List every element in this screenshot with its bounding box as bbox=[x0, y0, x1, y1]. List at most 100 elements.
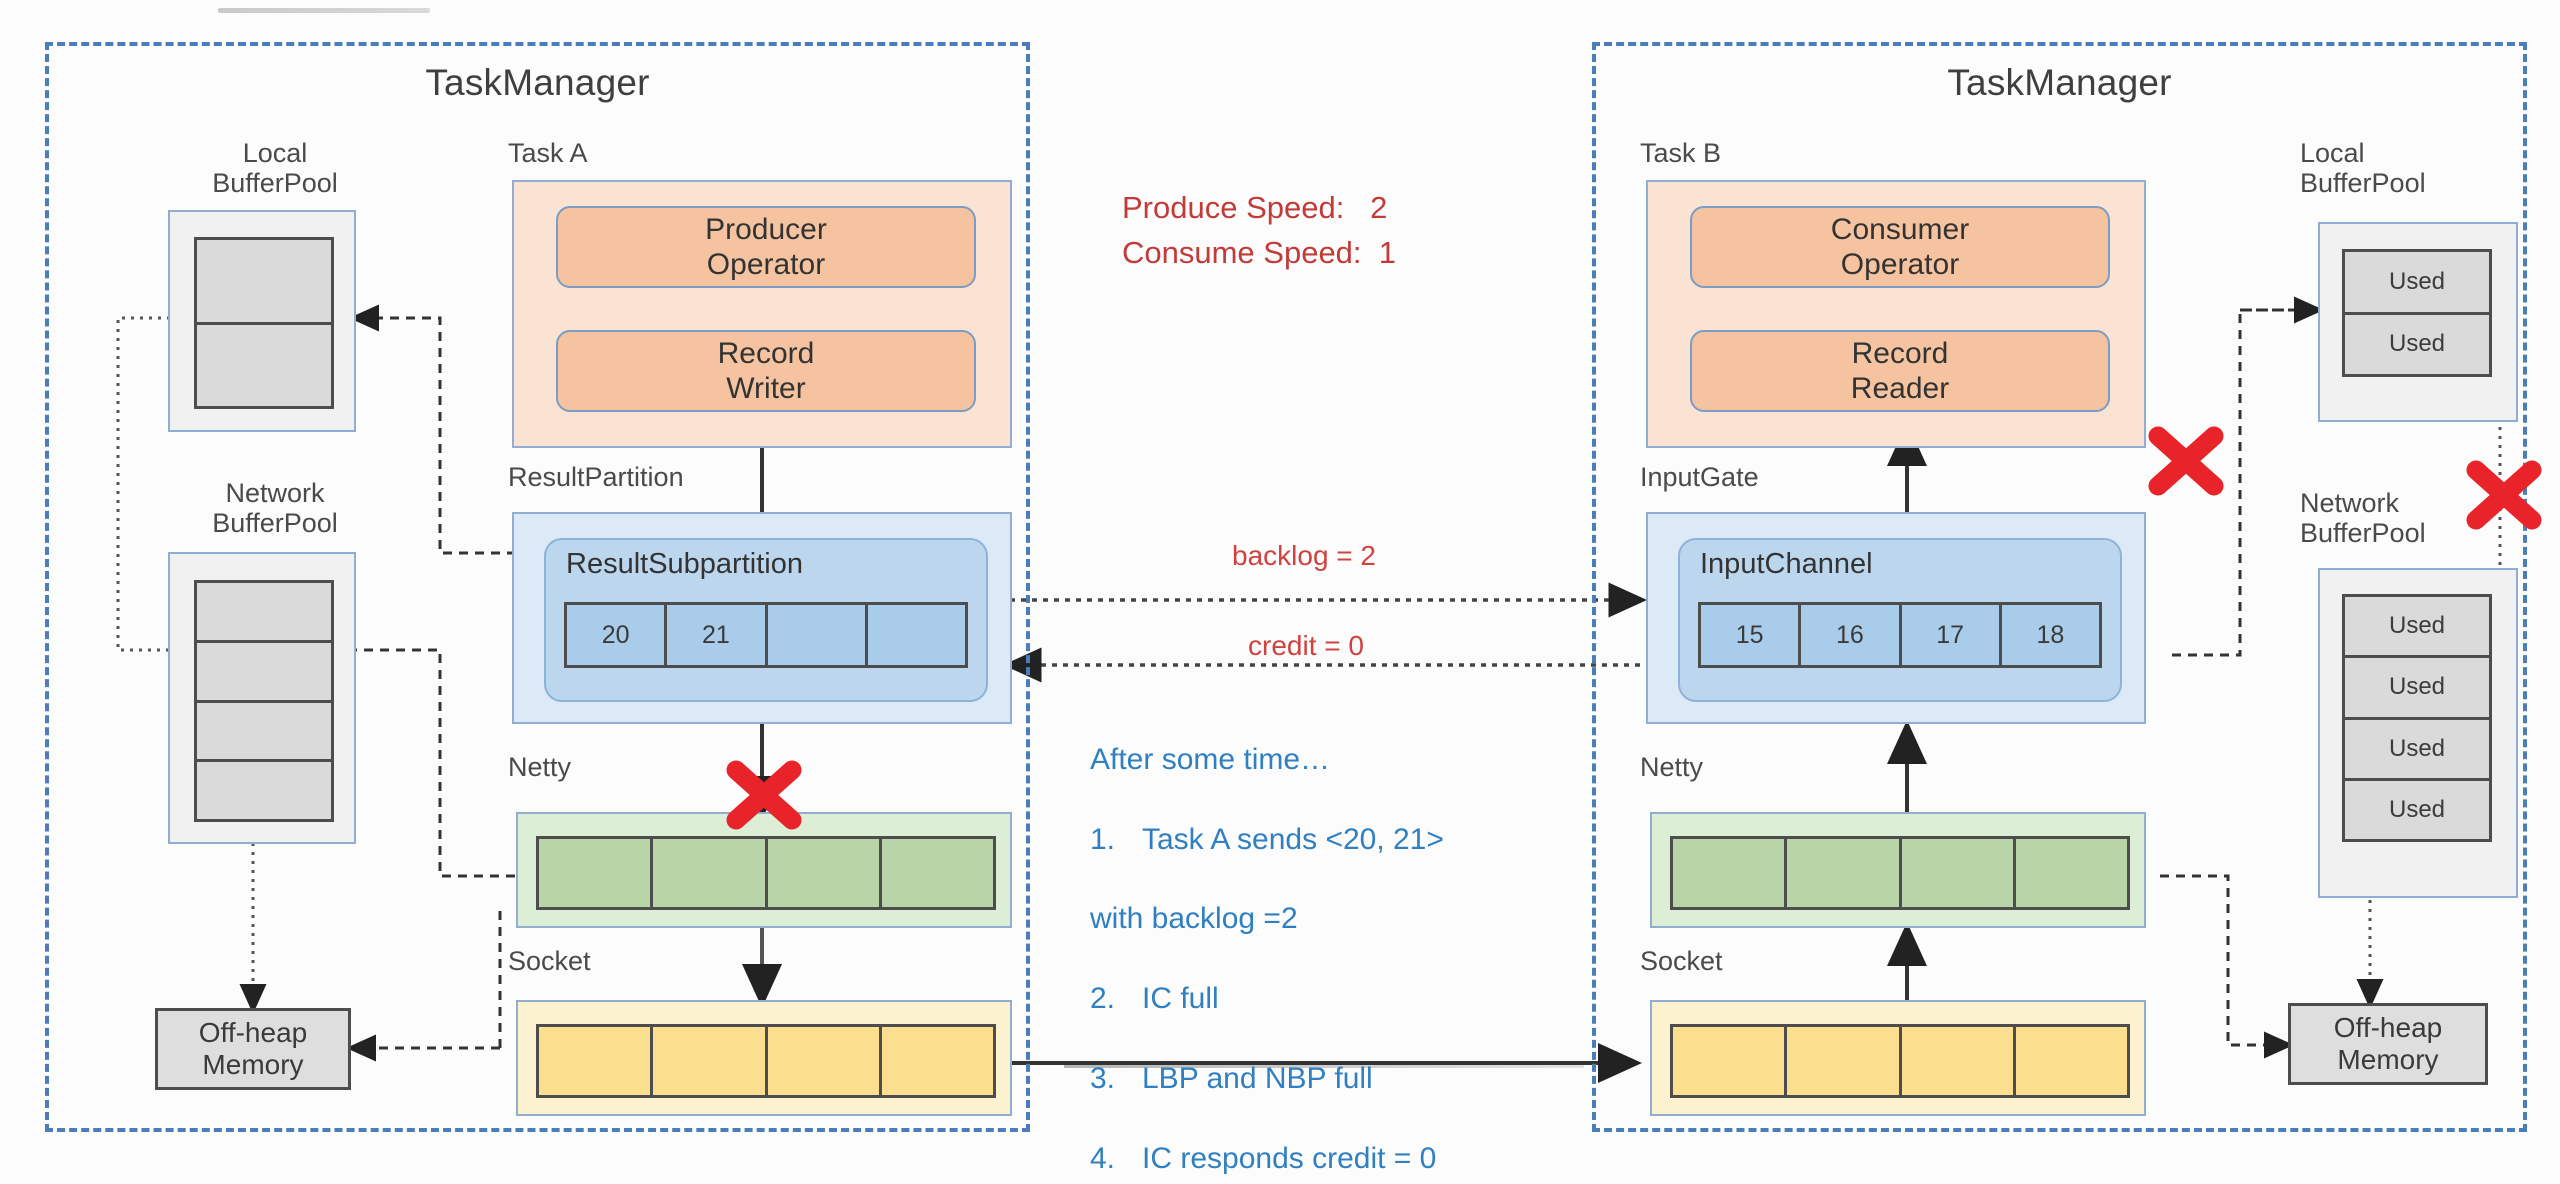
note-item-number: 3. bbox=[1090, 1062, 1116, 1096]
input-gate-label: InputGate bbox=[1640, 462, 1759, 492]
pool-cell bbox=[197, 240, 331, 325]
right-network-bufferpool: Used Used Used Used bbox=[2318, 568, 2518, 898]
right-local-bufferpool-cells: Used Used bbox=[2342, 249, 2492, 377]
taskmanager-right-title: TaskManager bbox=[1947, 62, 2172, 103]
consumer-operator-label: Consumer Operator bbox=[1830, 212, 1970, 281]
left-network-bufferpool-cells bbox=[194, 580, 334, 822]
right-offheap-memory-label: Off-heap Memory bbox=[2333, 1011, 2443, 1075]
right-netty-container bbox=[1650, 812, 2146, 928]
taskmanager-left-container bbox=[45, 42, 1030, 1132]
input-gate-container: InputChannel 15 16 17 18 bbox=[1646, 512, 2146, 724]
note-item-number: 2. bbox=[1090, 982, 1116, 1016]
right-network-bufferpool-cells: Used Used Used Used bbox=[2342, 594, 2492, 842]
netty-cell bbox=[1673, 839, 1788, 907]
socket-cell bbox=[539, 1027, 654, 1095]
buffer-slot: 16 bbox=[1801, 605, 1902, 665]
pool-cell: Used bbox=[2345, 314, 2489, 374]
right-local-bufferpool: Used Used bbox=[2318, 222, 2518, 422]
right-offheap-memory: Off-heap Memory bbox=[2288, 1003, 2488, 1085]
netty-cell bbox=[1787, 839, 1902, 907]
left-netty-container bbox=[516, 812, 1012, 928]
note-item-text: IC full bbox=[1142, 982, 1219, 1016]
left-network-bufferpool bbox=[168, 552, 356, 844]
record-reader-label: Record Reader bbox=[1850, 336, 1950, 405]
pool-cell: Used bbox=[2345, 780, 2489, 839]
left-netty-label: Netty bbox=[508, 752, 572, 782]
result-partition-container: ResultSubpartition 20 21 bbox=[512, 512, 1012, 724]
note-item: with backlog =2 bbox=[1090, 899, 1610, 939]
socket-cell bbox=[1787, 1027, 1902, 1095]
left-local-bufferpool bbox=[168, 210, 356, 432]
pool-cell bbox=[197, 702, 331, 763]
socket-cell bbox=[881, 1027, 993, 1095]
result-partition-label: ResultPartition bbox=[508, 462, 684, 492]
left-local-bufferpool-cells bbox=[194, 237, 334, 409]
after-some-time-note: After some time… 1. Task A sends <20, 21… bbox=[1090, 700, 1610, 1184]
note-heading: After some time… bbox=[1090, 742, 1331, 776]
pool-cell bbox=[197, 642, 331, 703]
netty-cell bbox=[1901, 839, 2016, 907]
netty-cell bbox=[653, 839, 768, 907]
note-item-text: with backlog =2 bbox=[1090, 902, 1298, 936]
note-item-text: Task A sends <20, 21> bbox=[1142, 822, 1444, 856]
consumer-operator: Consumer Operator bbox=[1690, 206, 2110, 288]
input-channel-label: InputChannel bbox=[1700, 548, 1873, 580]
buffer-slot: 15 bbox=[1701, 605, 1802, 665]
left-socket-container bbox=[516, 1000, 1012, 1116]
task-b-container: Consumer Operator Record Reader bbox=[1646, 180, 2146, 448]
left-socket-cells bbox=[536, 1024, 996, 1098]
pool-cell: Used bbox=[2345, 597, 2489, 659]
producer-operator-label: Producer Operator bbox=[705, 212, 827, 281]
socket-cell bbox=[1901, 1027, 2016, 1095]
socket-cell bbox=[653, 1027, 768, 1095]
note-item-text: LBP and NBP full bbox=[1142, 1062, 1373, 1096]
record-writer-label: Record Writer bbox=[717, 336, 815, 405]
right-socket-cells bbox=[1670, 1024, 2130, 1098]
speed-annotation: Produce Speed: 2 Consume Speed: 1 bbox=[1122, 190, 1397, 270]
backlog-label: backlog = 2 bbox=[1232, 540, 1376, 571]
input-channel-slots: 15 16 17 18 bbox=[1698, 602, 2102, 668]
right-netty-cells bbox=[1670, 836, 2130, 910]
socket-cell bbox=[767, 1027, 882, 1095]
right-socket-label: Socket bbox=[1640, 946, 1723, 976]
pool-cell: Used bbox=[2345, 252, 2489, 315]
right-netty-label: Netty bbox=[1640, 752, 1704, 782]
pool-cell bbox=[197, 762, 331, 819]
buffer-slot: 20 bbox=[567, 605, 668, 665]
left-offheap-memory: Off-heap Memory bbox=[155, 1008, 351, 1090]
netty-cell bbox=[2015, 839, 2127, 907]
note-item-number: 4. bbox=[1090, 1141, 1116, 1175]
credit-label: credit = 0 bbox=[1248, 630, 1364, 661]
right-local-bufferpool-label: Local BufferPool bbox=[2300, 138, 2426, 199]
netty-cell bbox=[539, 839, 654, 907]
left-network-bufferpool-label: Network BufferPool bbox=[212, 478, 338, 539]
note-item-text: IC responds credit = 0 bbox=[1142, 1141, 1437, 1175]
note-item: 3. LBP and NBP full bbox=[1090, 1059, 1610, 1099]
left-netty-cells bbox=[536, 836, 996, 910]
producer-operator: Producer Operator bbox=[556, 206, 976, 288]
left-socket-label: Socket bbox=[508, 946, 591, 976]
input-channel: InputChannel 15 16 17 18 bbox=[1678, 538, 2122, 702]
note-item: 1. Task A sends <20, 21> bbox=[1090, 820, 1610, 860]
taskmanager-right-container bbox=[1592, 42, 2527, 1132]
left-local-bufferpool-label: Local BufferPool bbox=[212, 138, 338, 199]
buffer-slot: 17 bbox=[1901, 605, 2002, 665]
buffer-slot bbox=[767, 605, 868, 665]
buffer-slot bbox=[867, 605, 965, 665]
note-item-number: 1. bbox=[1090, 822, 1116, 856]
task-a-container: Producer Operator Record Writer bbox=[512, 180, 1012, 448]
right-task-label: Task B bbox=[1640, 138, 1722, 168]
socket-cell bbox=[1673, 1027, 1788, 1095]
buffer-slot: 21 bbox=[667, 605, 768, 665]
note-item: 4. IC responds credit = 0 bbox=[1090, 1139, 1610, 1179]
socket-cell bbox=[2015, 1027, 2127, 1095]
netty-cell bbox=[881, 839, 993, 907]
buffer-slot: 18 bbox=[2001, 605, 2099, 665]
result-subpartition-slots: 20 21 bbox=[564, 602, 968, 668]
note-item: 2. IC full bbox=[1090, 979, 1610, 1019]
top-divider-rule bbox=[218, 8, 430, 13]
pool-cell: Used bbox=[2345, 719, 2489, 781]
result-subpartition: ResultSubpartition 20 21 bbox=[544, 538, 988, 702]
